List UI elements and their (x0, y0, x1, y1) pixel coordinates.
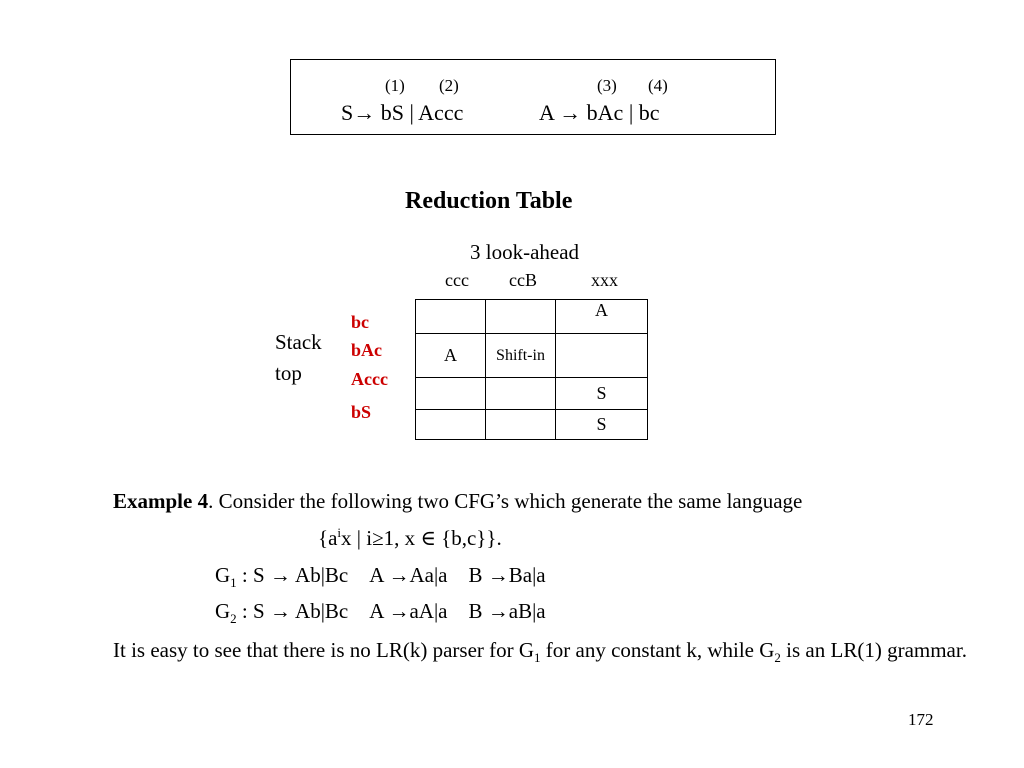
grammar-box: (1) (2) (3) (4) S→ bS | Accc A → bAc | b… (290, 59, 776, 135)
stack-label: Stack (275, 330, 322, 354)
table-cell: A (555, 299, 648, 334)
stack-row-label: Accc (351, 369, 388, 389)
example-intro-line: Example 4. Consider the following two CF… (113, 489, 802, 514)
production-label-3: (3) (597, 76, 617, 95)
example-intro: . Consider the following two CFG’s which… (208, 489, 803, 513)
table-cell: Shift-in (485, 333, 556, 378)
table-cell: S (555, 377, 648, 410)
s-production: S→ bS | Accc (341, 100, 464, 125)
table-row: S (415, 409, 648, 440)
reduction-table: A A Shift-in S S (415, 299, 648, 440)
conclusion-text: It is easy to see that there is no LR(k)… (113, 638, 967, 666)
top-label: top (275, 361, 302, 385)
table-cell: S (555, 409, 648, 440)
table-cell: A (415, 333, 486, 378)
production-label-2: (2) (439, 76, 459, 95)
production-label-1: (1) (385, 76, 405, 95)
table-cell (485, 377, 556, 410)
table-row: S (415, 377, 648, 410)
table-cell (485, 299, 556, 334)
example-heading: Example 4 (113, 489, 209, 513)
table-cell (485, 409, 556, 440)
column-header-ccc: ccc (445, 270, 469, 290)
page-number: 172 (908, 710, 934, 729)
lookahead-label: 3 look-ahead (470, 240, 580, 264)
production-label-4: (4) (648, 76, 668, 95)
table-row: A Shift-in (415, 333, 648, 378)
language-definition: {aix | i≥1, x ∈ {b,c}}. (318, 525, 502, 550)
stack-row-label: bS (351, 402, 372, 422)
table-cell (415, 409, 486, 440)
grammar-g1: G1 : S → Ab|Bc A →Aa|a B →Ba|a (215, 563, 546, 591)
stack-row-label: bAc (351, 340, 382, 360)
table-cell (415, 377, 486, 410)
stack-row-label: bc (351, 312, 369, 332)
table-cell (415, 299, 486, 334)
grammar-g2: G2 : S → Ab|Bc A →aA|a B →aB|a (215, 599, 546, 627)
table-cell (555, 333, 648, 378)
column-header-ccb: ccB (509, 270, 537, 290)
a-production: A → bAc | bc (539, 100, 660, 125)
reduction-table-title: Reduction Table (405, 188, 573, 214)
table-row: A (415, 299, 648, 334)
column-header-xxx: xxx (591, 270, 618, 290)
